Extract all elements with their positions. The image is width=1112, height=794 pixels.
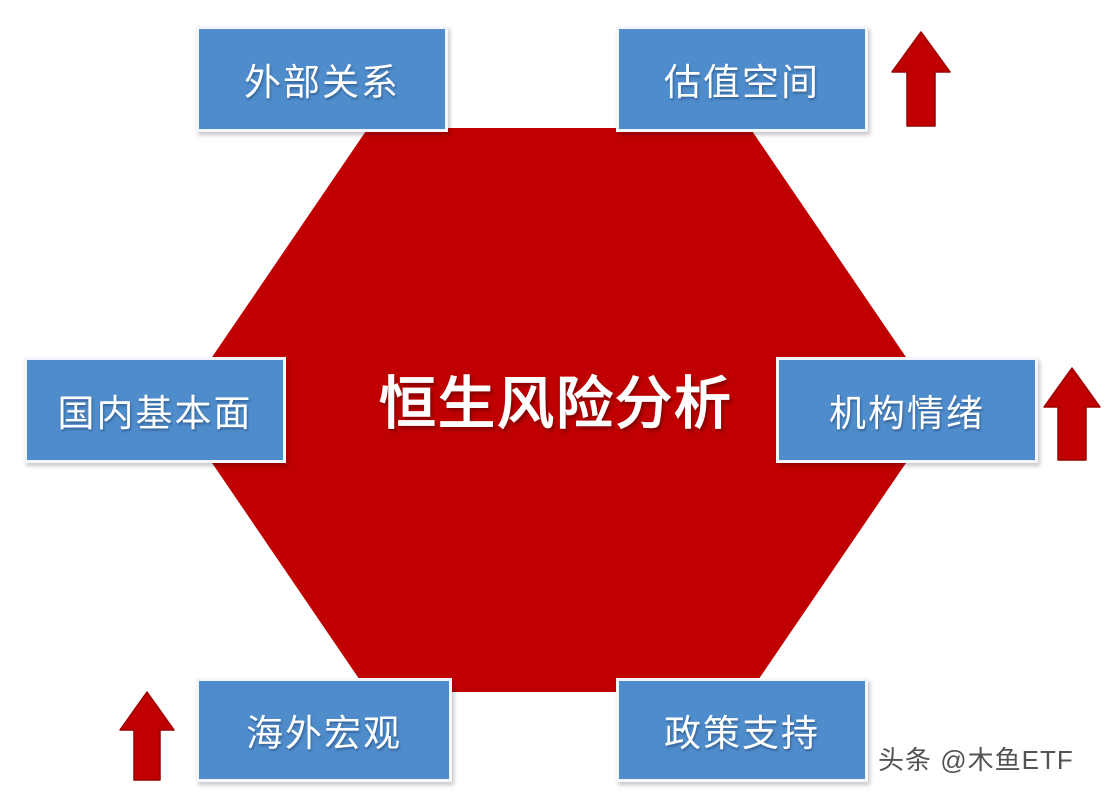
node-label: 政策支持 [664, 713, 820, 754]
node-institutional-sentiment[interactable]: 机构情绪 [776, 357, 1038, 463]
node-valuation-space[interactable]: 估值空间 [616, 26, 868, 132]
node-label: 国内基本面 [57, 393, 253, 434]
node-overseas-macro[interactable]: 海外宏观 [196, 678, 452, 782]
watermark-text: 头条 @木鱼ETF [878, 745, 1074, 775]
central-hexagon [176, 128, 942, 692]
node-policy-support[interactable]: 政策支持 [616, 678, 868, 782]
arrow-up-icon-overseas-macro [118, 690, 176, 782]
arrow-up-icon-valuation-space [890, 30, 952, 128]
node-label: 海外宏观 [246, 713, 402, 754]
node-label: 估值空间 [664, 62, 820, 103]
arrow-up-icon-institutional-sentiment [1042, 366, 1102, 462]
node-label: 机构情绪 [829, 393, 985, 434]
hexagon-shape [176, 128, 942, 692]
node-external-relations[interactable]: 外部关系 [196, 26, 448, 132]
node-label: 外部关系 [244, 62, 400, 103]
node-domestic-fundamentals[interactable]: 国内基本面 [24, 357, 286, 463]
